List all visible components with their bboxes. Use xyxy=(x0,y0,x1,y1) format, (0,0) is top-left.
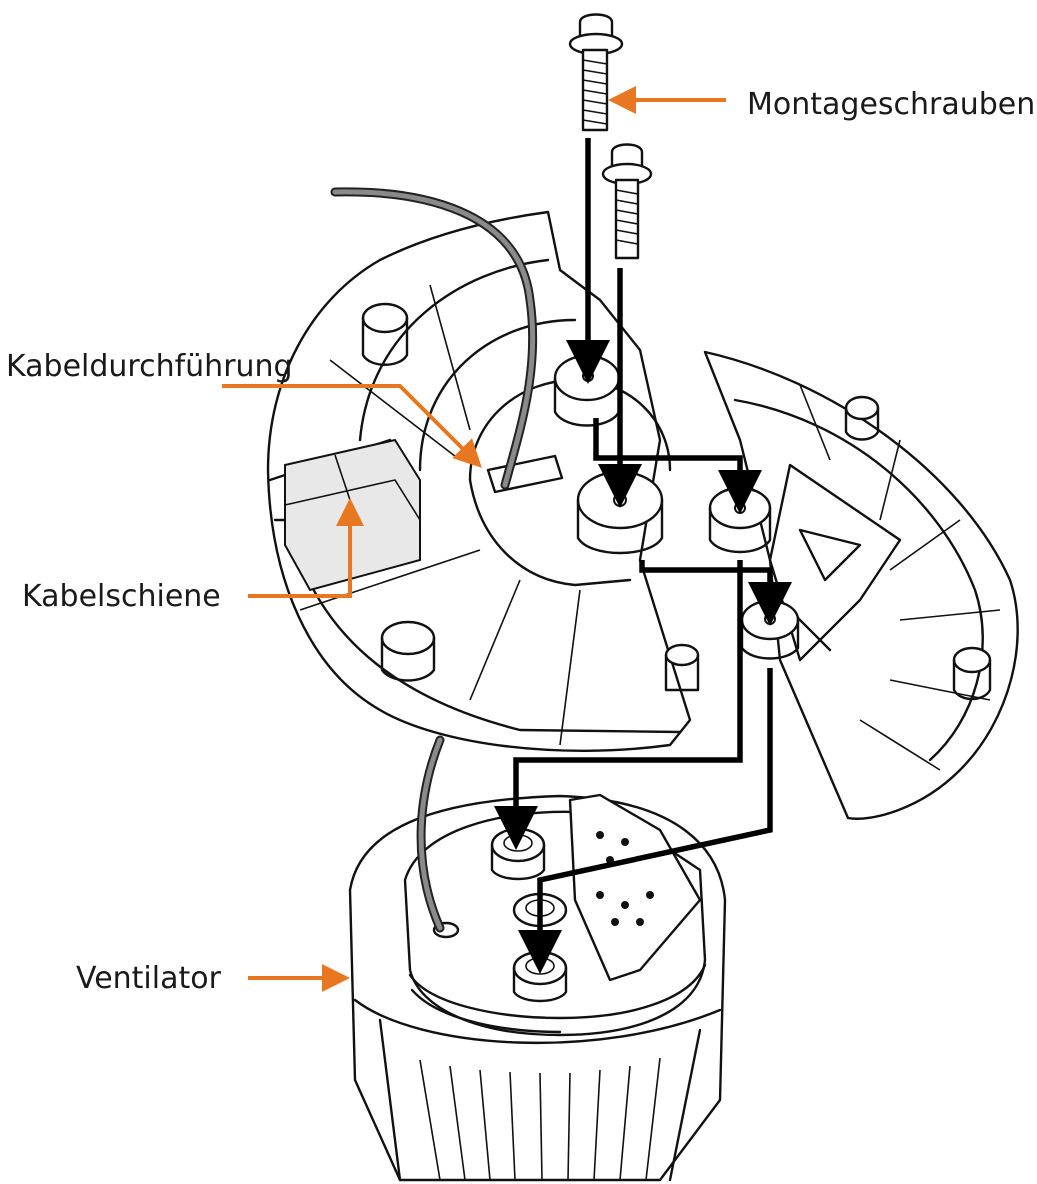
fan-cable xyxy=(330,187,538,933)
left-post-right xyxy=(664,643,700,692)
left-mount-half xyxy=(266,210,700,752)
label-cable-gland: Kabeldurchführung xyxy=(6,349,293,384)
screw-upper xyxy=(568,13,624,132)
path-boss-to-socket-upper xyxy=(593,418,762,514)
connector-pins xyxy=(596,831,654,926)
path-boss-to-socket-lower xyxy=(639,560,792,626)
label-cable-rail: Kabelschiene xyxy=(22,579,221,614)
callout-arrow-cable-gland xyxy=(222,384,482,468)
left-post-upper xyxy=(361,302,409,366)
fan-ribs xyxy=(419,1057,661,1181)
label-mounting-screws: Montageschrauben xyxy=(747,87,1035,122)
right-post-lower xyxy=(952,646,992,701)
label-fan: Ventilator xyxy=(76,961,222,996)
left-post-lower xyxy=(380,620,436,682)
path-socket-to-fan-bottom xyxy=(518,668,773,974)
assembly-paths xyxy=(494,138,792,974)
socket-upper xyxy=(708,486,772,554)
callout-arrow-cable-rail xyxy=(248,498,364,598)
right-post-upper xyxy=(844,395,880,441)
path-socket-to-fan-top xyxy=(494,560,743,850)
screw-lower xyxy=(601,143,653,260)
callout-arrows xyxy=(222,86,726,992)
right-mount-half xyxy=(703,350,1019,820)
fan-body xyxy=(348,793,727,1182)
